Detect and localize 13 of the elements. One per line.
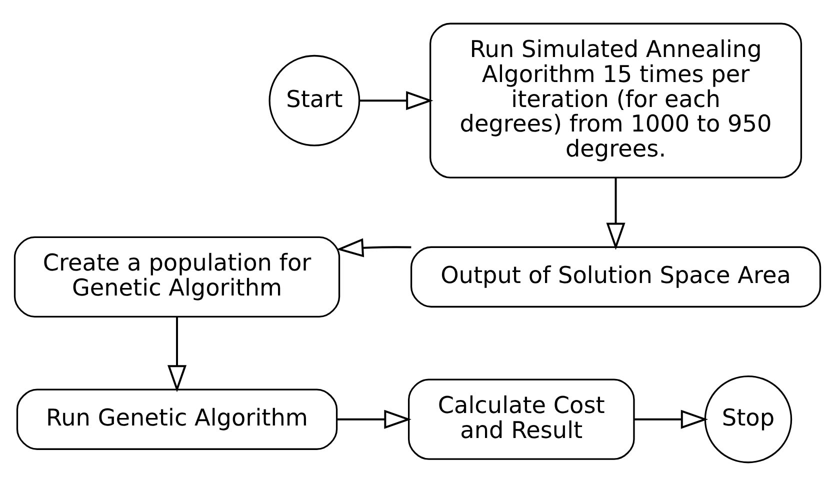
arrow	[360, 90, 434, 110]
arrow	[168, 316, 187, 392]
arrow	[634, 409, 708, 428]
arrow	[336, 238, 412, 257]
arrow	[337, 409, 412, 428]
node-box: Output of Solution Space Area	[410, 246, 822, 308]
node-box: Run Genetic Algorithm	[16, 388, 338, 450]
node-box: Calculate Cost and Result	[408, 378, 635, 460]
node-circle: Stop	[704, 374, 792, 463]
node-circle: Start	[268, 54, 360, 146]
node-box: Run Simulated Annealing Algorithm 15 times per iteration (for each degrees) from 1000 to 950 degrees.	[430, 22, 802, 178]
node-box: Create a population for Genetic Algorithm	[14, 236, 340, 317]
arrow	[606, 177, 626, 250]
